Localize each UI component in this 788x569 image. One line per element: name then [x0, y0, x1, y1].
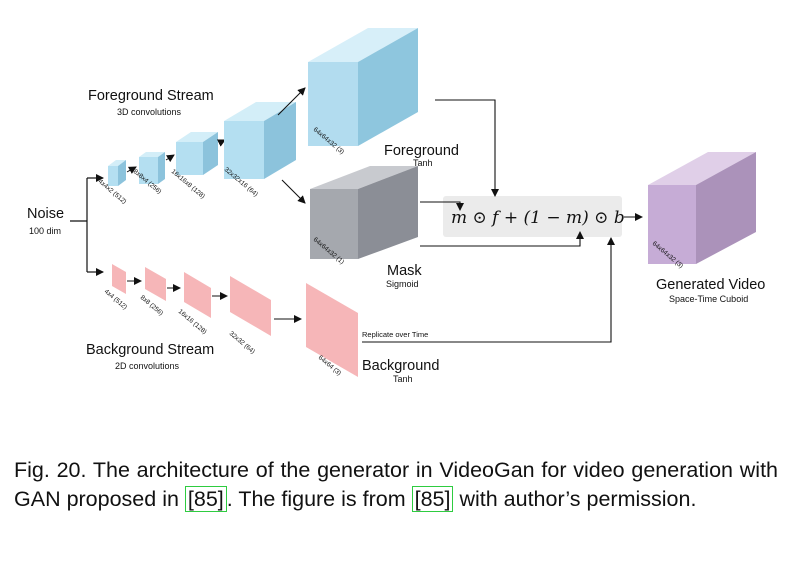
videogan-generator-diagram: Noise 100 dim Foreground Stream 3D convo… [27, 28, 765, 384]
bg-block-3 [184, 272, 211, 318]
bg-block-2 [145, 267, 166, 301]
foreground-label: Foreground [384, 143, 459, 159]
mask-cube [310, 166, 418, 259]
fg-stream-subtitle: 3D convolutions [117, 107, 182, 117]
fg-block-2 [139, 152, 165, 184]
figure-caption: Fig. 20. The architecture of the generat… [14, 456, 778, 514]
formula-text: m ⊙ f + (1 − m) ⊙ b [451, 208, 625, 228]
formula-box [443, 196, 622, 237]
replicate-label: Replicate over Time [362, 330, 428, 339]
foreground-sub-label: Tanh [413, 158, 433, 168]
generated-video-sub-label: Space-Time Cuboid [669, 294, 748, 304]
generated-video-label: Generated Video [656, 277, 765, 293]
generated-video-cube [648, 152, 756, 264]
citation-link-85-second[interactable]: [85] [411, 486, 454, 512]
fg-block-4 [224, 102, 296, 179]
fg-arrow-1 [126, 166, 137, 174]
bg-block-1 [112, 264, 126, 294]
noise-branch-lines [70, 174, 104, 276]
bg-block-4-dim: 32x32 (64) [228, 330, 256, 355]
bg-block-4 [230, 276, 271, 336]
mask-label: Mask [387, 263, 422, 279]
fg-block-3 [176, 132, 218, 175]
bg-stream-title: Background Stream [86, 342, 214, 358]
background-plane [306, 283, 358, 377]
arrow-to-mask [281, 179, 306, 204]
caption-suffix: with author’s permission. [453, 487, 697, 511]
combination-connectors [362, 99, 643, 343]
fg-block-1 [108, 160, 126, 186]
bg-stream-subtitle: 2D convolutions [115, 361, 180, 371]
arrow-to-foreground [277, 87, 306, 116]
background-sub-label: Tanh [393, 374, 413, 384]
citation-link-85[interactable]: [85] [184, 486, 227, 512]
fg-arrow-2 [165, 154, 175, 163]
noise-label: Noise [27, 206, 64, 222]
noise-sub-label: 100 dim [29, 226, 61, 236]
caption-middle: . The figure is from [226, 487, 412, 511]
mask-sub-label: Sigmoid [386, 279, 419, 289]
fg-stream-title: Foreground Stream [88, 88, 214, 104]
foreground-cube [308, 28, 418, 146]
background-label: Background [362, 358, 439, 374]
caption-prefix: Fig. 20. The architecture of the generat… [14, 458, 778, 511]
